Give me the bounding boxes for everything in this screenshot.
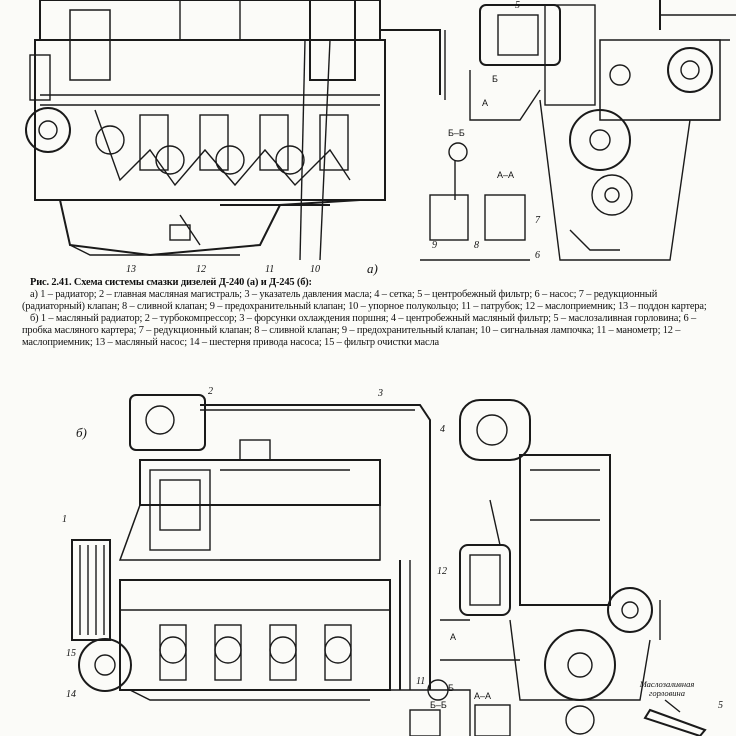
caption-part-b: б) 1 – масляный радиатор; 2 – турбокомпр… — [22, 312, 696, 348]
section-mark-b-a: А — [450, 632, 457, 642]
callout-b-4: 4 — [440, 424, 445, 435]
callout-a-6: 6 — [535, 250, 540, 261]
callout-a-5: 5 — [515, 0, 520, 11]
section-label-b-aa: А–А — [474, 691, 492, 701]
section-label-aa: А–А — [497, 170, 515, 180]
callout-b-12: 12 — [437, 566, 447, 577]
callout-b-11: 11 — [416, 676, 426, 687]
callout-a-10: 10 — [310, 264, 320, 275]
caption-part-a: а) 1 – радиатор; 2 – главная масляная ма… — [22, 288, 707, 312]
callout-b-2: 2 — [208, 386, 213, 397]
callout-b-3: 3 — [378, 388, 383, 399]
caption-title: Рис. 2.41. Схема системы смазки дизелей … — [30, 277, 312, 288]
section-mark-b-b: Б — [448, 683, 454, 693]
callout-b-5: 5 — [718, 700, 723, 711]
callout-b-1: 1 — [62, 514, 67, 525]
panel-label-a: а) — [367, 261, 378, 276]
section-mark-b: Б — [492, 74, 498, 84]
callout-a-13: 13 — [126, 264, 136, 275]
callout-b-15: 15 — [66, 648, 76, 659]
figure-caption: Рис. 2.41. Схема системы смазки дизелей … — [22, 277, 722, 348]
panel-label-b: б) — [76, 425, 87, 440]
section-mark-a: А — [482, 98, 489, 108]
callout-a-12: 12 — [196, 264, 206, 275]
section-label-b-bb: Б–Б — [430, 700, 447, 710]
callout-a-8: 8 — [474, 240, 479, 251]
callout-a-7: 7 — [535, 215, 540, 226]
filler-neck-inscription: Маслозаливная горловина — [639, 679, 695, 698]
callout-a-9: 9 — [432, 240, 437, 251]
callout-b-14: 14 — [66, 689, 76, 700]
section-label-bb: Б–Б — [448, 128, 465, 138]
callout-a-11: 11 — [265, 264, 275, 275]
